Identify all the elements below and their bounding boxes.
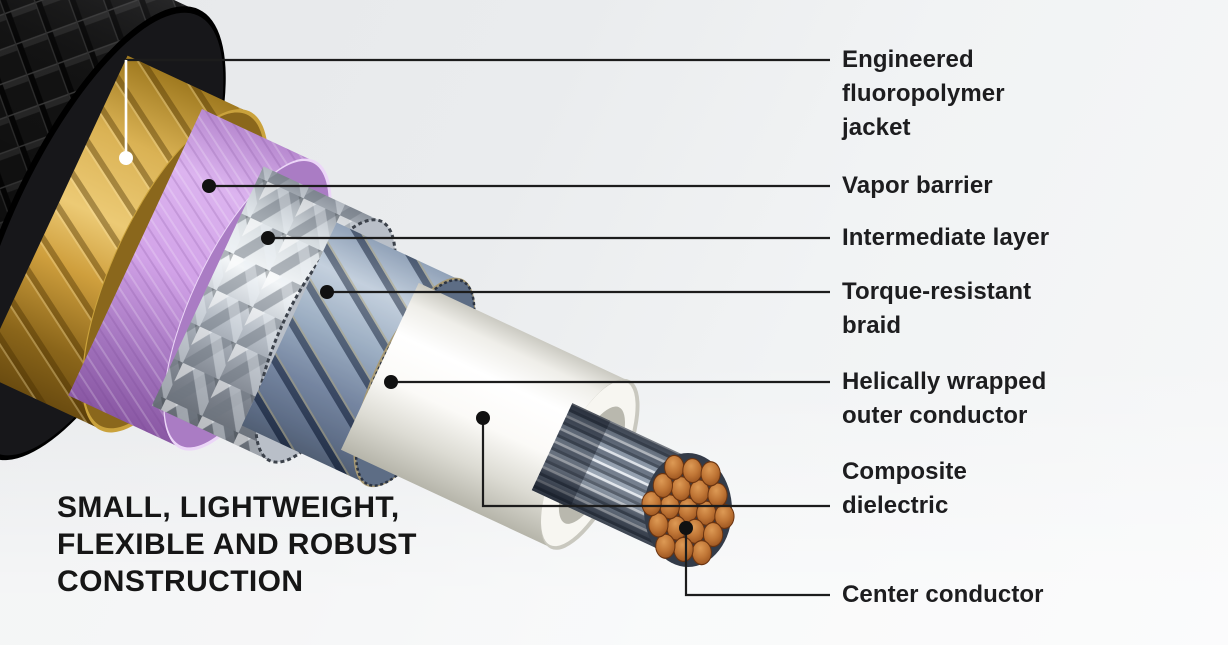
- callout-line-center-conductor: [684, 528, 830, 597]
- callout-label-center-conductor: Center conductor: [842, 581, 1044, 608]
- callout-dot-dielectric: [476, 411, 490, 425]
- cable-body: [0, 0, 735, 567]
- callout-dot-vapor-barrier: [202, 179, 216, 193]
- headline-text: SMALL, LIGHTWEIGHT, FLEXIBLE AND ROBUST …: [57, 491, 417, 598]
- callout-dot-torque-braid: [320, 285, 334, 299]
- callout-line-dielectric: [481, 418, 830, 508]
- callout-label-outer-conductor: Helically wrapped outer conductor: [842, 368, 1047, 429]
- callout-dot-intermediate: [261, 231, 275, 245]
- callout-label-dielectric: Composite dielectric: [842, 458, 967, 519]
- callout-label-intermediate: Intermediate layer: [842, 224, 1050, 251]
- callout-label-torque-braid: Torque-resistant braid: [842, 278, 1032, 339]
- callout-dot-center-conductor: [679, 521, 693, 535]
- center-conductor-face: [641, 453, 735, 567]
- callout-label-jacket: Engineered fluoropolymer jacket: [842, 46, 1005, 141]
- callout-label-vapor-barrier: Vapor barrier: [842, 172, 993, 199]
- callout-dot-jacket: [119, 151, 133, 165]
- callout-dot-outer-conductor: [384, 375, 398, 389]
